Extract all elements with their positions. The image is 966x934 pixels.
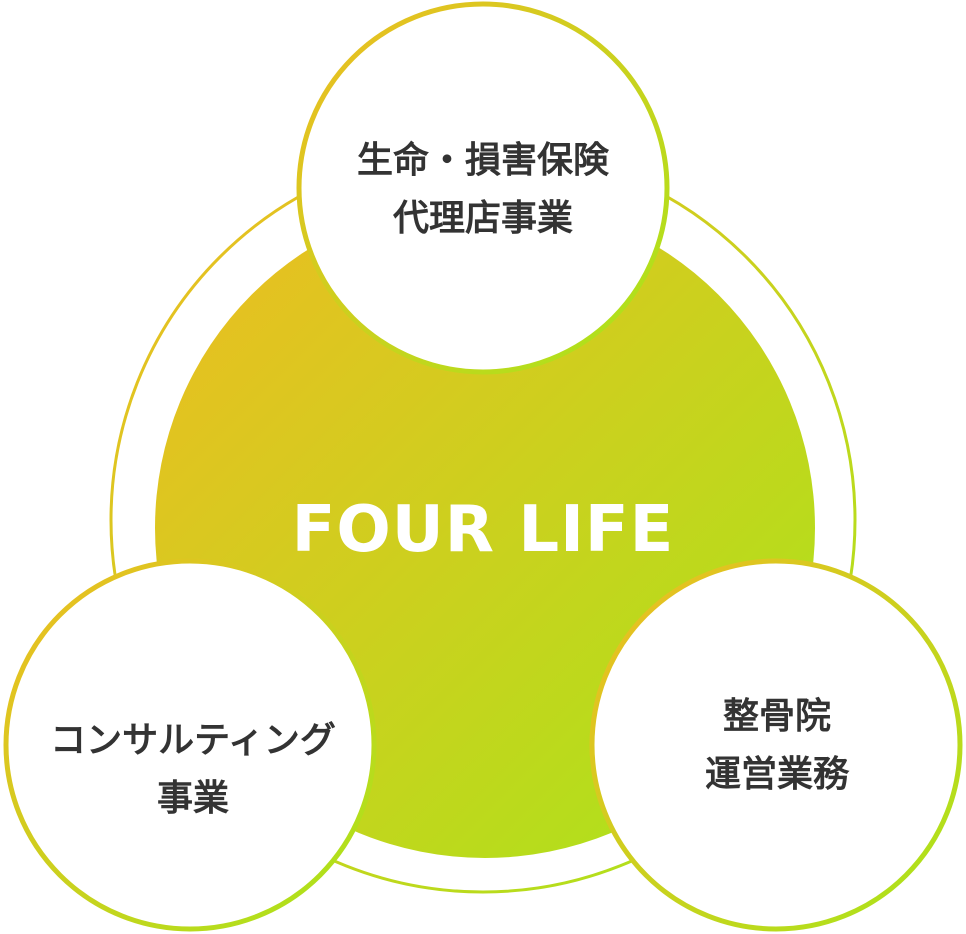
- node-left-line1: コンサルティング: [50, 720, 336, 761]
- node-circle-top: [296, 1, 670, 375]
- node-label-top: 生命・損害保険 代理店事業: [298, 132, 668, 248]
- node-label-left: コンサルティング 事業: [8, 712, 378, 828]
- node-label-right: 整骨院 運営業務: [592, 688, 962, 804]
- node-circle-left: [3, 558, 377, 932]
- node-top-line2: 代理店事業: [392, 198, 573, 239]
- node-top-line1: 生命・損害保険: [356, 140, 609, 181]
- node-right-line2: 運営業務: [704, 754, 849, 795]
- node-circle-right: [589, 558, 963, 932]
- node-right-line1: 整骨院: [722, 696, 831, 737]
- node-left-line2: 事業: [156, 778, 229, 819]
- center-label: FOUR LIFE: [291, 493, 675, 567]
